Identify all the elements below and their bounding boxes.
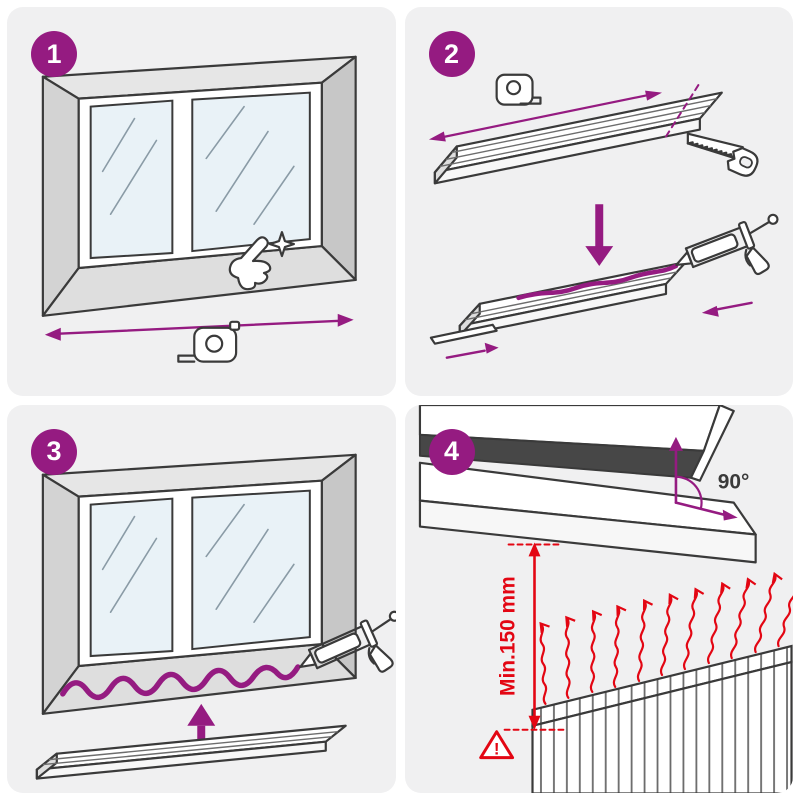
end-cap-strip [429,323,498,345]
warning-triangle-icon: ! [478,729,514,759]
right-angle-indicator: 90° [668,436,749,521]
illustration-cut-sill [428,73,779,359]
glass-reflections [101,105,295,225]
step-badge-1: 1 [31,31,77,77]
adhesive-squiggle [60,663,301,700]
mounted-sill [418,461,757,563]
step-panel-1: 1 [7,7,396,396]
width-measure-arrow [44,313,354,341]
down-arrow [584,204,613,266]
tape-measure-icon [495,73,542,106]
slide-in-arrows [445,301,753,359]
illustration-apply-adhesive [35,453,396,780]
length-measure-arrow [428,81,701,142]
illustration-measure-window [41,55,357,363]
warning-mark: ! [493,739,499,758]
min-distance-label: Min.150 mm [496,576,519,696]
window-recess [41,55,357,317]
window-recess [41,453,357,715]
step-panel-3: 3 [7,404,396,793]
caulk-gun-icon [674,213,779,276]
adhesive-bead [515,263,678,301]
step-number-2: 2 [443,38,460,69]
sill-board-full [433,91,723,185]
heat-arrows [539,567,793,705]
step-badge-3: 3 [31,428,77,475]
glass-reflections [101,503,295,623]
caulk-gun-icon [299,610,396,673]
angle-label: 90° [717,470,749,493]
step-badge-2: 2 [428,31,475,77]
min-clearance-measure: Min.150 mm [496,541,565,731]
step-panel-2: 2 [404,7,793,396]
illustration-clearance-check: 90° [418,404,793,793]
snap-fingers-icon [228,231,295,291]
step-number-1: 1 [46,38,62,69]
sill-board [35,724,347,780]
window-section [418,404,735,482]
step-number-3: 3 [46,436,62,466]
handsaw-icon [686,132,759,177]
tape-measure-icon [177,320,241,363]
step-panel-4: 4 [404,404,793,793]
step-badge-4: 4 [428,428,475,475]
step-number-4: 4 [443,436,460,466]
